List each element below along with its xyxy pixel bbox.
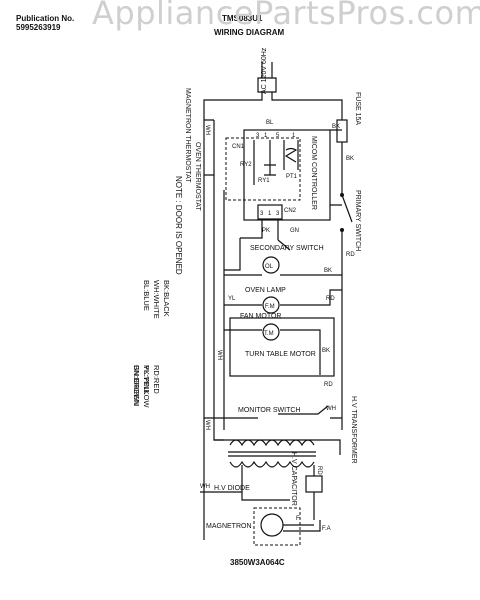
cn2-pin-2: 1 (268, 211, 272, 217)
magnetron-label: MAGNETRON (206, 523, 252, 530)
fan-motor-fm: F.M (265, 304, 275, 310)
wire-tag-rd-1: RD (346, 252, 355, 258)
micom-controller-box (243, 129, 331, 221)
magnetron-symbol (260, 513, 284, 537)
rotated-labels: AC 120V 60Hz FUSE 15A PRIMARY SWITCH MIC… (174, 47, 361, 506)
hv-diode-label: H.V DIODE (214, 485, 250, 492)
wire-tag-bl: BL (266, 120, 274, 126)
monitor-switch-label: MONITOR SWITCH (238, 407, 300, 414)
wire-tag-rd-3: RD (324, 382, 333, 388)
turntable-tm: T.M (264, 331, 274, 337)
oven-lamp-label: OVEN LAMP (245, 287, 286, 294)
oven-lamp: OL OVEN LAMP (245, 256, 286, 294)
fan-motor: F.M FAN MOTOR (240, 296, 281, 320)
turntable-motor: T.M TURN TABLE MOTOR (245, 323, 316, 358)
wire-tag-pk: PK (262, 228, 270, 234)
relay2-label: RY2 (240, 162, 252, 168)
cn2-pin-3: 3 (276, 211, 280, 217)
secondary-switch-label: SECONDARY SWITCH (250, 245, 324, 252)
publication-number: 5995263919 (16, 23, 61, 32)
cn2-pin-1: 3 (260, 211, 264, 217)
hv-capacitor-label: H.V CAPACITOR (290, 452, 297, 506)
cn1-pin-2: 1 (264, 133, 268, 139)
wire-tag-wh-3: WH (204, 420, 210, 430)
note-text: NOTE : DOOR IS OPENED (174, 176, 183, 275)
hv-transformer-label: H.V TRANSFORMER (350, 396, 357, 464)
wire-tag-bk-2: BK (332, 124, 340, 130)
oven-lamp-ol: OL (265, 264, 274, 270)
fan-motor-label: FAN MOTOR (240, 313, 281, 320)
power-label: AC 120V 60Hz (261, 47, 268, 94)
pt1-label: PT1 (286, 174, 298, 180)
cn2-label: CN2 (284, 208, 297, 214)
legend-entry-rd: RD:RED (152, 365, 161, 394)
wire-tag-yl: YL (228, 296, 236, 302)
wire-tag-bk-1: BK (346, 156, 354, 162)
publication-block: Publication No. 5995263919 (16, 14, 74, 32)
magnetron-thermostat-label: MAGNETRON THERMOSTAT (184, 88, 191, 183)
horizontal-labels: SECONDARY SWITCH MONITOR SWITCH H.V DIOD… (206, 133, 331, 567)
micom-label: MICOM CONTROLLER (310, 136, 317, 210)
f-label: F (296, 516, 300, 522)
legend-entry-wh: WH:WHITE (152, 280, 161, 319)
legend-entry-bk: BK:BLACK (162, 280, 171, 317)
publication-label: Publication No. (16, 14, 75, 23)
cn1-pin-3: 5 (276, 133, 280, 139)
wire-tag-rd-4: RD (316, 466, 322, 475)
model-number: TMS083U1 (222, 14, 263, 23)
watermark: AppliancePartsPros.com (92, 0, 480, 32)
fuse-label: FUSE 15A (354, 92, 361, 125)
turntable-label: TURN TABLE MOTOR (245, 351, 316, 358)
legend-entry-pk: PK:PINK (142, 365, 151, 395)
cn1-pin-1: 3 (256, 133, 260, 139)
wire-tag-wh-4: WH (326, 406, 336, 412)
wiring-lines (200, 62, 353, 546)
wire-color-tags: WH BK BK BL RD BK YL PK GN RD BK WH RD W… (200, 120, 355, 490)
legend-entry-yl: YL:YELLOW (142, 365, 151, 408)
legend-entry-bl: BL:BLUE (142, 280, 151, 311)
cn1-label: CN1 (232, 144, 245, 150)
wire-tag-wh-1: WH (204, 125, 210, 135)
legend-entry-gn: GN:GREEN (132, 365, 141, 405)
fa-label: F.A (322, 526, 331, 532)
diagram-title: WIRING DIAGRAM (214, 28, 285, 37)
relay1-label: RY1 (258, 178, 270, 184)
legend-entry-bn: BN:BROWN (132, 365, 141, 406)
wire-tag-wh-5: WH (200, 484, 210, 490)
wire-tag-bk-4: BK (322, 348, 330, 354)
cn1-pin-4: 1 (292, 133, 296, 139)
turntable-box (229, 317, 335, 377)
wire-tag-bk-3: BK (324, 268, 332, 274)
footer-part-number: 3850W3A064C (230, 558, 285, 567)
oven-thermostat-label: OVEN THERMOSTAT (194, 142, 201, 212)
wire-tag-gn: GN (290, 228, 299, 234)
wire-tag-wh-2: WH (216, 350, 222, 360)
primary-switch-label: PRIMARY SWITCH (354, 190, 361, 251)
wire-tag-rd-2: RD (326, 296, 335, 302)
capacitor-symbol (305, 475, 323, 493)
